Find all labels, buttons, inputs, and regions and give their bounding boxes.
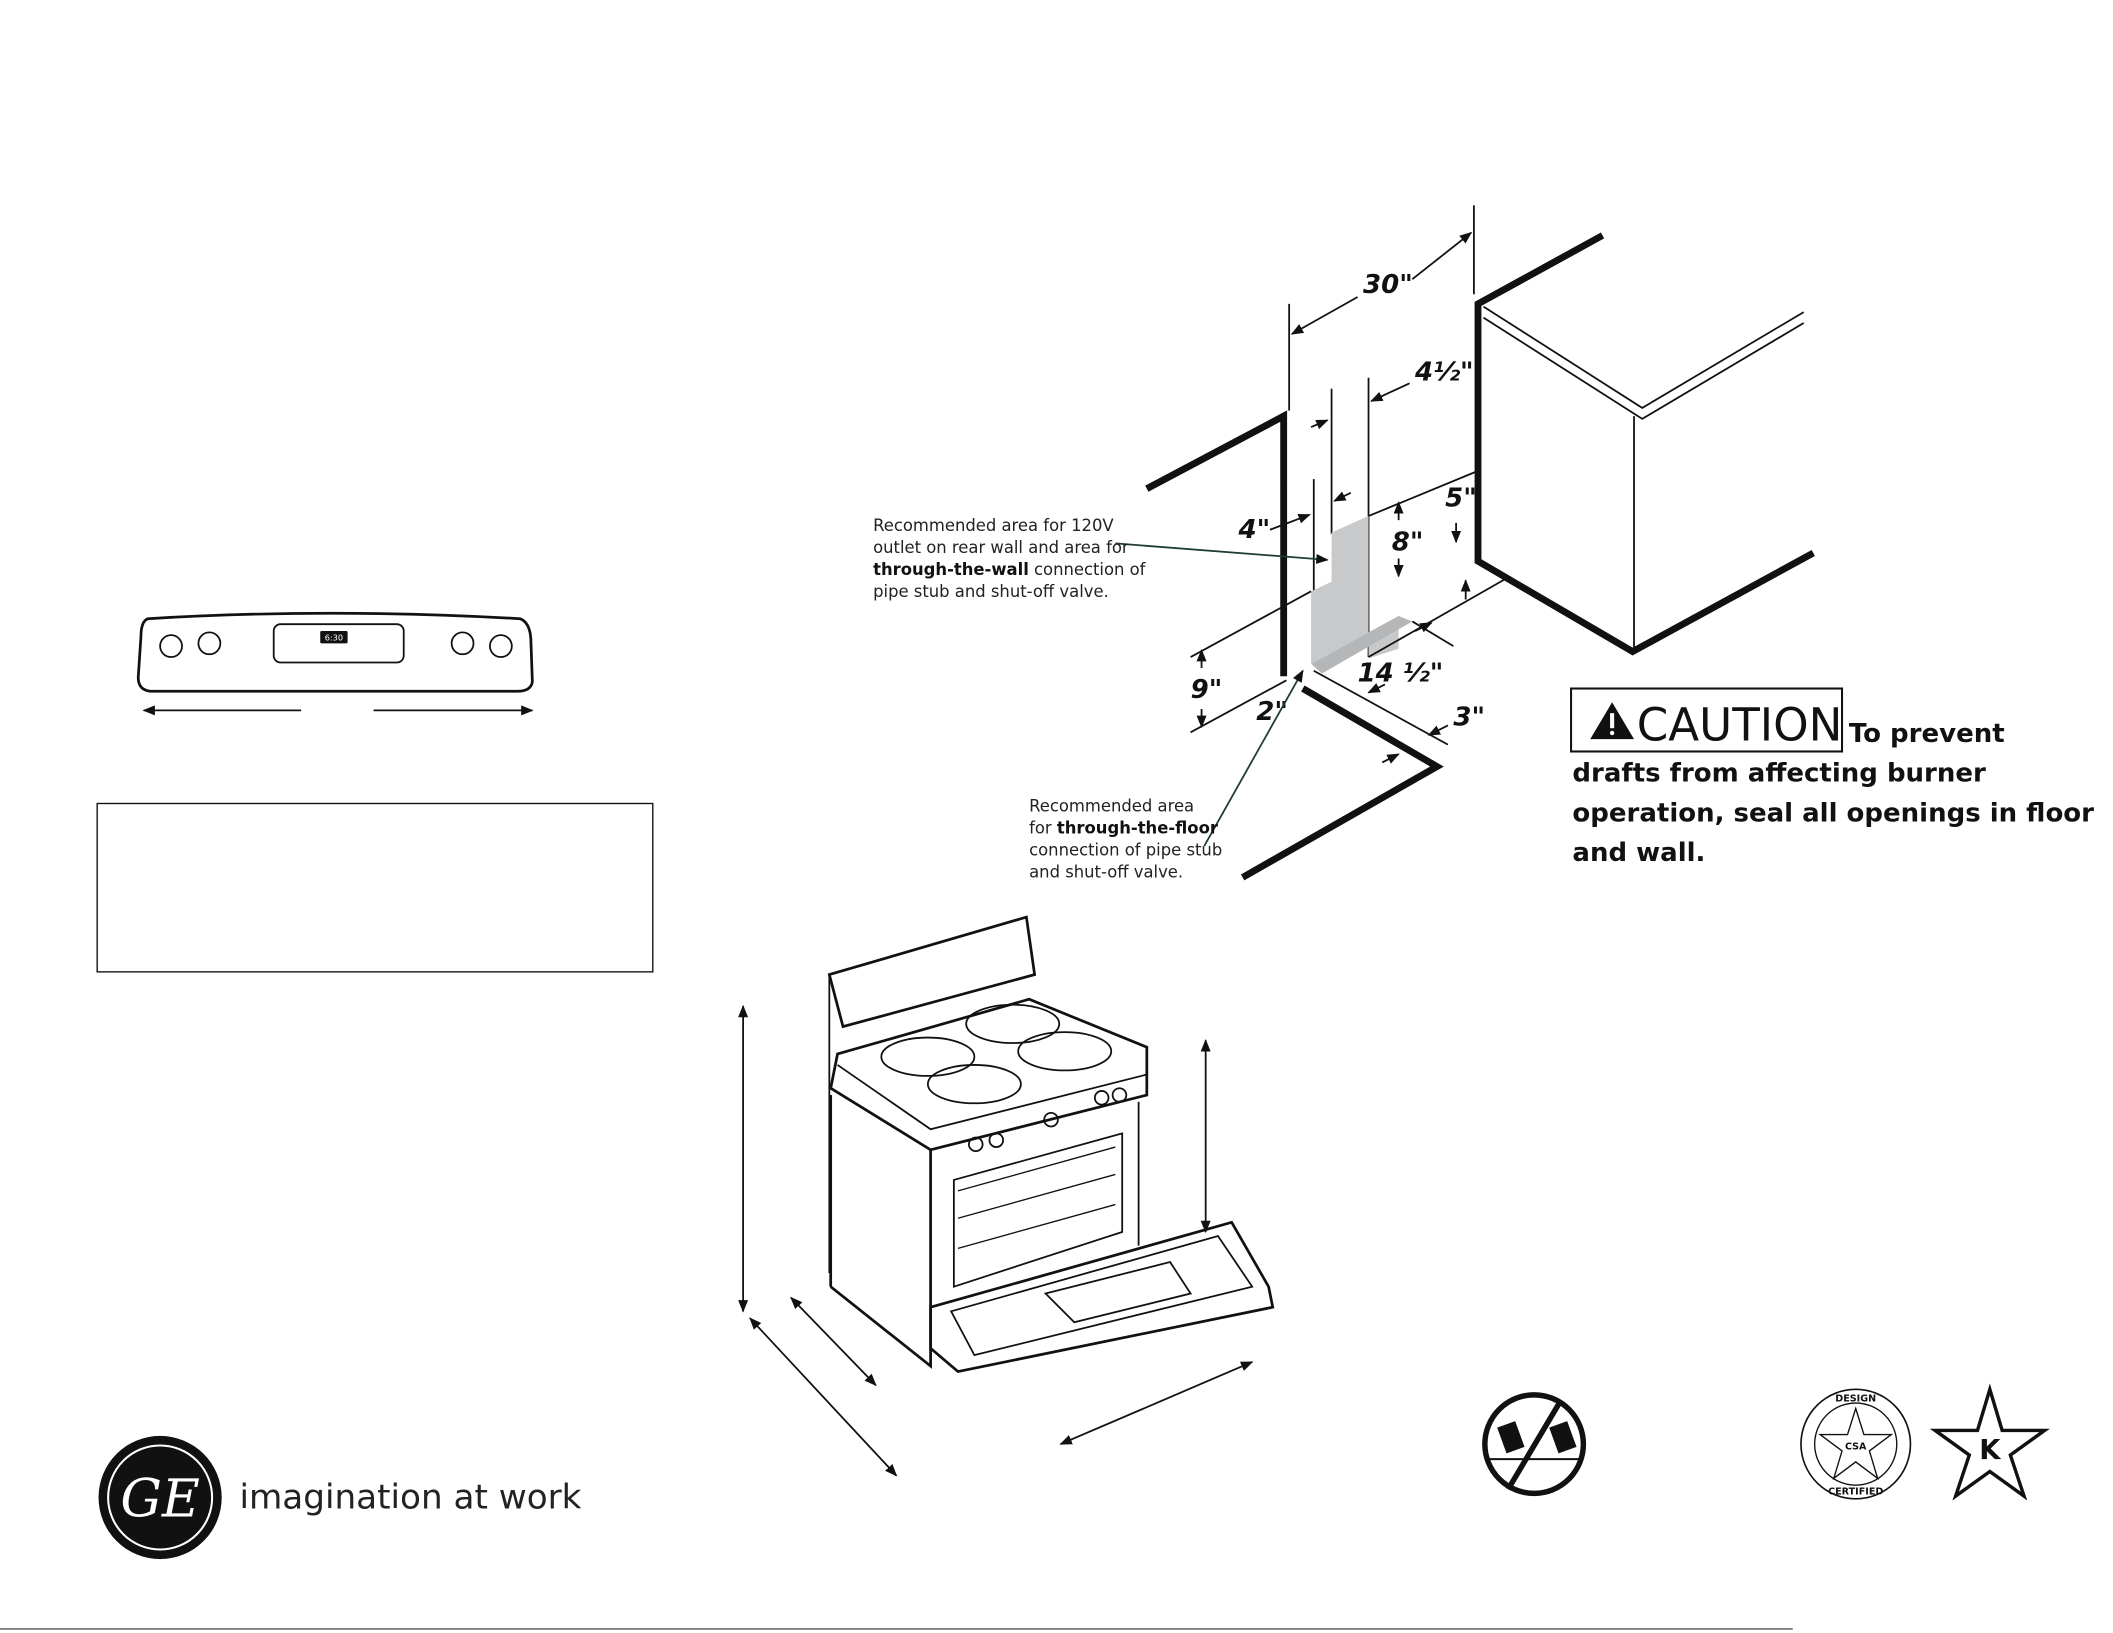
- svg-text:and wall.: and wall.: [1572, 838, 1705, 868]
- svg-text:Recommended area: Recommended area: [1029, 797, 1194, 816]
- svg-text:CAUTION: CAUTION: [1637, 699, 1843, 752]
- dimension-8: 8": [1392, 527, 1424, 557]
- no-tipping-icon: [1482, 1392, 1587, 1497]
- caution-notice: CAUTION To prevent drafts from affecting…: [1570, 687, 2094, 868]
- clock-display: [320, 631, 348, 644]
- outlet-area: [1311, 516, 1399, 664]
- control-panel-illustration: 6:30: [136, 611, 534, 716]
- dimension-14-5: 14 ½": [1358, 659, 1444, 689]
- dimension-9: 9": [1191, 675, 1223, 705]
- svg-text:K: K: [1979, 1435, 2002, 1466]
- svg-text:and shut-off valve.: and shut-off valve.: [1029, 862, 1183, 881]
- dimension-3: 3": [1453, 702, 1485, 732]
- svg-text:drafts from affecting burner: drafts from affecting burner: [1572, 759, 1986, 789]
- svg-text:outlet on rear wall and area f: outlet on rear wall and area for: [873, 538, 1129, 557]
- installation-wall-diagram: 30" 4½" 4" 5" 8" 9" 2" 14 ½" 3": [873, 205, 1815, 882]
- tagline: imagination at work: [239, 1477, 581, 1517]
- svg-text:connection of pipe stub: connection of pipe stub: [1029, 841, 1222, 860]
- svg-text:To prevent: To prevent: [1849, 719, 2005, 749]
- svg-text:pipe stub and shut-off valve.: pipe stub and shut-off valve.: [873, 582, 1109, 601]
- dimension-30: 30": [1363, 270, 1413, 300]
- svg-text:CSA: CSA: [1845, 1442, 1867, 1453]
- svg-text:Recommended area for 120V: Recommended area for 120V: [873, 516, 1114, 535]
- note-box: [96, 802, 654, 973]
- ge-logo: GE: [98, 1435, 222, 1560]
- svg-text:operation, seal all openings i: operation, seal all openings in floor: [1572, 798, 2094, 828]
- wall-connection-note: Recommended area for 120V outlet on rear…: [873, 516, 1147, 601]
- display-time: 6:30: [325, 633, 343, 643]
- svg-text:CERTIFIED: CERTIFIED: [1828, 1487, 1883, 1498]
- svg-text:GE: GE: [120, 1470, 200, 1530]
- range-illustration: [738, 915, 1275, 1477]
- knob-icon: [968, 1087, 1128, 1153]
- dimension-4-5: 4½": [1414, 358, 1474, 388]
- svg-text:DESIGN: DESIGN: [1835, 1394, 1876, 1405]
- svg-text:for through-the-floor: for through-the-floor: [1029, 819, 1219, 838]
- svg-text:through-the-wall connection of: through-the-wall connection of: [873, 560, 1147, 579]
- floor-connection-note: Recommended area for through-the-floor c…: [1029, 797, 1222, 882]
- dimension-5: 5": [1445, 483, 1477, 513]
- kosher-star-badge: K: [1929, 1383, 2050, 1501]
- burner-grate-icon: [880, 1003, 1113, 1105]
- knob-icon: [159, 631, 513, 658]
- design-certified-badge: DESIGN CERTIFIED CSA: [1800, 1388, 1912, 1500]
- dimension-4: 4": [1238, 515, 1271, 545]
- dimension-2: 2": [1256, 697, 1288, 727]
